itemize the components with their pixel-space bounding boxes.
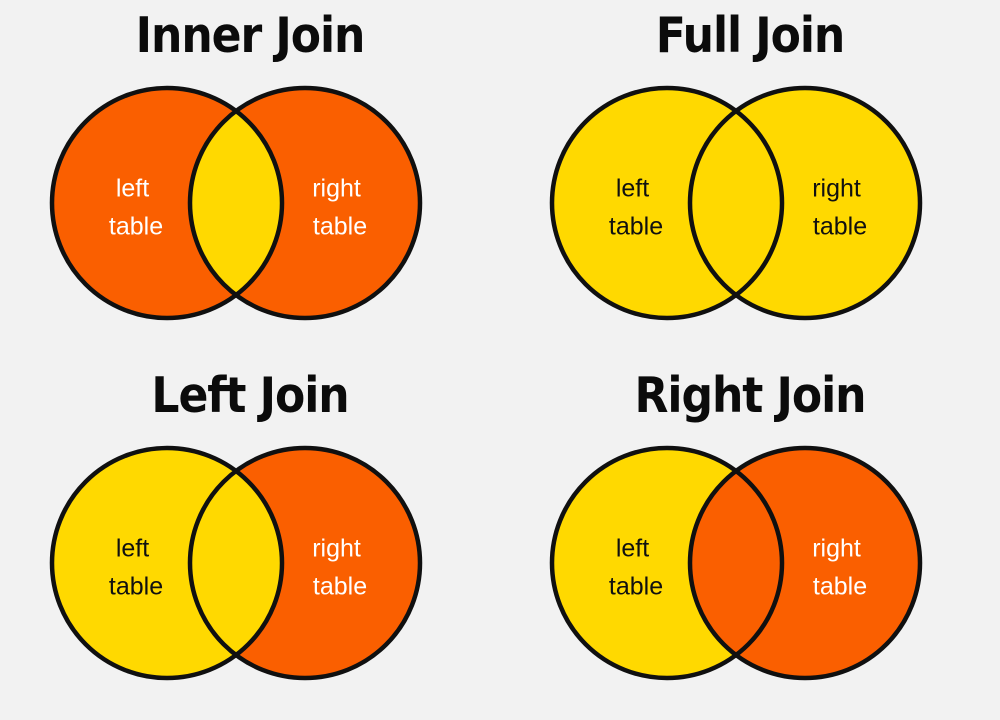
panel-title-right-join: Right Join [634, 367, 867, 424]
intersection-fill [690, 448, 782, 678]
left-table-label: left table [609, 528, 663, 601]
intersection-fill [190, 448, 282, 678]
venn-svg-left-join: left table right table [49, 445, 423, 681]
panel-title-full-join: Full Join [655, 7, 845, 64]
intersection-fill [690, 88, 782, 318]
left-table-label: left table [109, 528, 163, 601]
left-table-label-line2: table [109, 573, 163, 601]
left-table-label-line1: left [116, 535, 149, 563]
left-table-label: left table [609, 168, 663, 241]
left-table-label-line2: table [609, 213, 663, 241]
right-table-label-line2: table [813, 213, 867, 241]
right-table-label: right table [312, 528, 368, 601]
right-table-label: right table [312, 168, 368, 241]
right-table-label-line1: right [812, 175, 861, 203]
intersection-fill [190, 88, 282, 318]
right-circle-outline [187, 85, 423, 321]
left-table-label-line1: left [616, 535, 649, 563]
right-circle-outline [687, 85, 923, 321]
venn-svg-full-join: left table right table [549, 85, 923, 321]
left-circle-outline [49, 85, 285, 321]
left-circle-outline [549, 445, 785, 681]
venn-svg-inner-join: left table right table [49, 85, 423, 321]
venn-inner-join: left table right table [49, 85, 423, 321]
right-table-label: right table [812, 528, 868, 601]
right-table-label-line2: table [813, 573, 867, 601]
left-circle-outline [549, 85, 785, 321]
left-circle-outline [49, 445, 285, 681]
venn-left-join: left table right table [49, 445, 423, 681]
venn-svg-right-join: left table right table [549, 445, 923, 681]
left-table-label-line2: table [109, 213, 163, 241]
panel-left-join: Left Join left table right [0, 360, 500, 720]
panel-title-left-join: Left Join [151, 367, 349, 424]
right-table-label-line1: right [312, 535, 361, 563]
venn-full-join: left table right table [549, 85, 923, 321]
panel-inner-join: Inner Join left table righ [0, 0, 500, 360]
panel-title-inner-join: Inner Join [135, 7, 366, 64]
venn-right-join: left table right table [549, 445, 923, 681]
right-table-label: right table [812, 168, 868, 241]
left-table-label: left table [109, 168, 163, 241]
right-circle-outline [187, 445, 423, 681]
panel-right-join: Right Join left table right [500, 360, 1000, 720]
left-table-label-line2: table [609, 573, 663, 601]
right-table-label-line2: table [313, 213, 367, 241]
right-table-label-line2: table [313, 573, 367, 601]
left-table-label-line1: left [116, 175, 149, 203]
right-table-label-line1: right [312, 175, 361, 203]
right-circle-outline [687, 445, 923, 681]
right-table-label-line1: right [812, 535, 861, 563]
left-table-label-line1: left [616, 175, 649, 203]
panel-full-join: Full Join left table right [500, 0, 1000, 360]
